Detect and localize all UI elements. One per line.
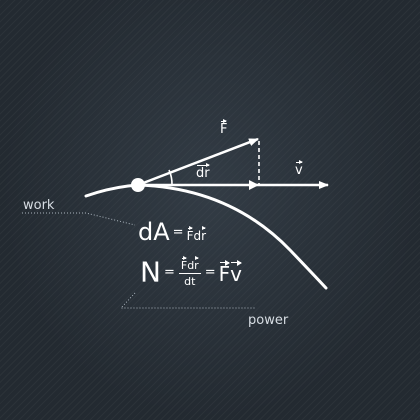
power-equals-1: =: [163, 265, 175, 280]
work-force-symbol: F: [186, 226, 194, 243]
force-label: F: [220, 119, 229, 137]
particle-point: [131, 178, 145, 192]
work-equals: =: [172, 225, 184, 240]
power-guide-line: [119, 292, 256, 309]
power-equals-2: =: [204, 265, 216, 280]
work-d-symbol: d: [193, 229, 202, 243]
displacement-arrowhead: [249, 180, 259, 190]
trajectory-curve: [84, 183, 328, 290]
power-caption: power: [248, 313, 289, 328]
power-lhs: N: [140, 255, 161, 289]
work-caption: work: [23, 198, 55, 213]
work-formula: dA=Fdr: [138, 220, 206, 244]
displacement-label: dr: [196, 163, 210, 181]
power-force-symbol: F: [218, 259, 231, 286]
work-lhs: dA: [138, 218, 170, 246]
velocity-label: v: [295, 160, 303, 178]
power-fraction-numerator: Fdr: [178, 256, 201, 274]
angle-arc: [168, 169, 173, 186]
force-vector: [137, 137, 259, 187]
power-fraction-denominator: dt: [184, 275, 196, 288]
power-velocity-symbol: v: [230, 259, 242, 286]
work-guide-line: [22, 212, 136, 226]
work-r-symbol: r: [201, 226, 207, 243]
